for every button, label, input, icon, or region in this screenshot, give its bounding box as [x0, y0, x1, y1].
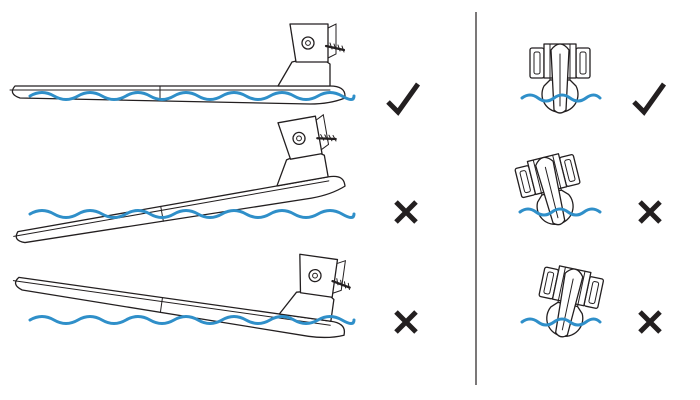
side-view-panel-nose-down: [1, 112, 416, 252]
rear-view-panel-tilted-right: [520, 262, 660, 344]
water-line-3: [28, 315, 356, 325]
cross-icon: [396, 312, 416, 332]
rear-view-panel-tilted-left: [513, 149, 660, 233]
cross-icon: [640, 202, 660, 222]
water-line-6: [520, 317, 602, 327]
side-view-panel-level: [8, 22, 418, 112]
rear-transducer-vertical: [529, 43, 591, 114]
water-line-4: [520, 93, 602, 103]
cross-icon: [396, 202, 416, 222]
rear-view-panel-vertical: [520, 43, 664, 114]
cross-icon: [640, 312, 660, 332]
water-line-1: [28, 91, 356, 101]
rear-transducer-tilted-left: [513, 149, 590, 233]
rear-transducer-tilted-right: [530, 262, 606, 344]
side-transducer-nose-down: [1, 112, 348, 252]
side-transducer-level: [8, 22, 347, 106]
water-line-5: [518, 207, 602, 217]
check-icon: [388, 84, 418, 112]
side-view-panel-nose-up: [10, 214, 416, 343]
water-line-2: [28, 209, 356, 219]
check-icon: [634, 84, 664, 112]
